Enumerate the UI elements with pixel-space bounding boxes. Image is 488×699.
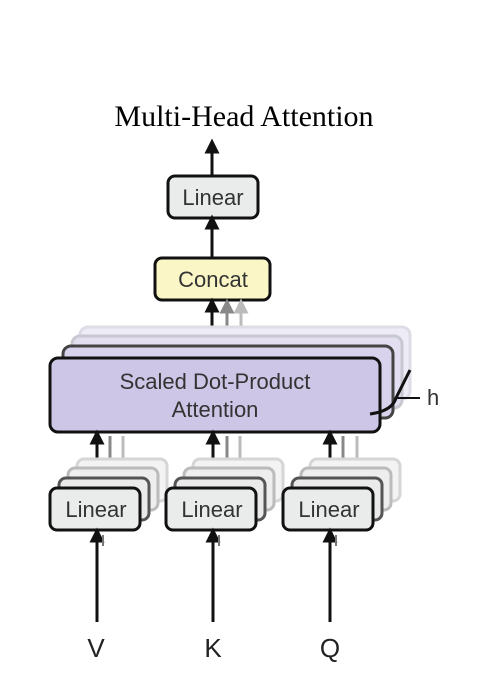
v-input-arrow <box>89 527 105 622</box>
heads-label: h <box>427 385 439 410</box>
k-linear-label: Linear <box>181 497 242 522</box>
q-input-arrow <box>322 527 338 622</box>
k-linear-stack: Linear <box>164 457 285 532</box>
scaled-dot-product-attention-block: Scaled Dot-Product Attention <box>48 356 382 434</box>
input-label-v: V <box>87 633 105 663</box>
heads-bracket <box>369 369 412 416</box>
top-linear-label: Linear <box>182 185 243 210</box>
v-linear-stack: Linear <box>48 457 169 532</box>
q-linear-stack: Linear <box>281 457 402 532</box>
attention-label-line2: Attention <box>172 397 259 422</box>
q-linear-label: Linear <box>298 497 359 522</box>
k-input-arrow <box>205 527 221 622</box>
v-linear-label: Linear <box>65 497 126 522</box>
diagram-title: Multi-Head Attention <box>114 100 374 133</box>
input-label-q: Q <box>320 633 340 663</box>
input-label-k: K <box>204 633 222 663</box>
concat-label: Concat <box>178 267 248 292</box>
attention-label-line1: Scaled Dot-Product <box>120 369 311 394</box>
concat-block: Concat <box>153 256 272 302</box>
top-linear-block: Linear <box>166 174 260 220</box>
